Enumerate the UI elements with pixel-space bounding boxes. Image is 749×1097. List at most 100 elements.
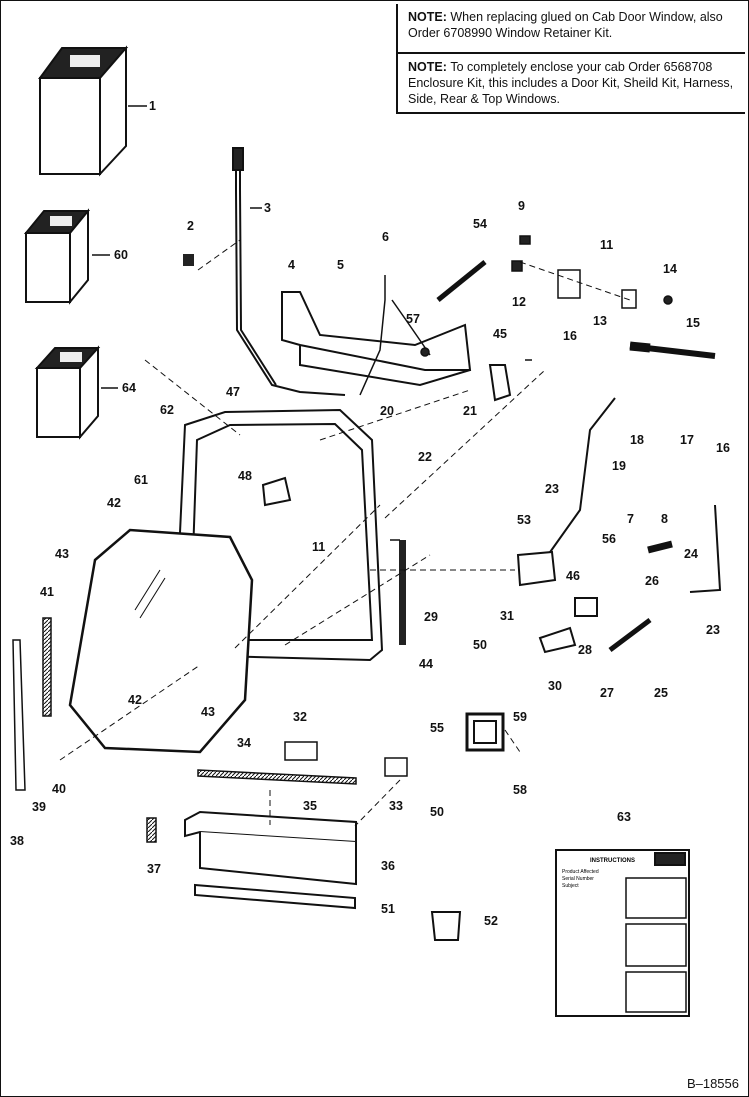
callout-45: 45: [493, 327, 507, 341]
kit-box-64: [34, 345, 101, 440]
callout-44: 44: [419, 657, 433, 671]
bracket-53: [516, 550, 557, 587]
note-label: NOTE:: [408, 10, 447, 24]
callout-23: 23: [706, 623, 720, 637]
sheet-heading: INSTRUCTIONS: [590, 858, 635, 864]
callout-34: 34: [237, 736, 251, 750]
callout-27: 27: [600, 686, 614, 700]
callout-36: 36: [381, 859, 395, 873]
callout-9: 9: [518, 199, 525, 213]
leader-lines: [250, 207, 532, 541]
callout-17: 17: [680, 433, 694, 447]
callout-38: 38: [10, 834, 24, 848]
handle-assembly: [538, 540, 673, 654]
cable-3: [232, 147, 346, 396]
rod-23: [547, 397, 616, 556]
sheet-line: Serial Number: [562, 876, 594, 882]
callout-6: 6: [382, 230, 389, 244]
callout-16: 16: [563, 329, 577, 343]
figure-reference: B–18556: [686, 1076, 739, 1091]
callout-20: 20: [380, 404, 394, 418]
callout-14: 14: [663, 262, 677, 276]
callout-32: 32: [293, 710, 307, 724]
window-reflection: [134, 569, 166, 619]
wiper-38: [12, 639, 26, 791]
spring-37: [146, 817, 157, 843]
kit-box-60: [23, 208, 91, 305]
strap-54: [436, 260, 487, 302]
callout-11: 11: [312, 540, 326, 554]
callout-39: 39: [32, 800, 46, 814]
callout-51: 51: [381, 902, 395, 916]
callout-15: 15: [686, 316, 700, 330]
callout-1: 1: [149, 99, 156, 113]
callout-12: 12: [512, 295, 526, 309]
callout-43: 43: [201, 705, 215, 719]
note-text: To completely enclose your cab Order 656…: [408, 60, 734, 106]
gas-spring-15: [629, 341, 716, 359]
callout-54: 54: [473, 217, 487, 231]
callout-5: 5: [337, 258, 344, 272]
note-window-retainer: NOTE: When replacing glued on Cab Door W…: [396, 4, 745, 54]
callout-29: 29: [424, 610, 438, 624]
callout-25: 25: [654, 686, 668, 700]
callout-7: 7: [627, 512, 634, 526]
callout-24: 24: [684, 547, 698, 561]
note-enclosure-kit: NOTE: To completely enclose your cab Ord…: [396, 54, 745, 114]
callout-8: 8: [661, 512, 668, 526]
shield-36: [184, 810, 357, 886]
window-43: [68, 528, 254, 754]
callout-31: 31: [500, 609, 514, 623]
callout-22: 22: [418, 450, 432, 464]
callout-47: 47: [226, 385, 240, 399]
callout-42: 42: [128, 693, 142, 707]
callout-16: 16: [716, 441, 730, 455]
plate-55: [465, 712, 505, 752]
callout-62: 62: [160, 403, 174, 417]
callout-52: 52: [484, 914, 498, 928]
seal-29: [399, 540, 406, 645]
callout-50: 50: [430, 805, 444, 819]
callout-30: 30: [548, 679, 562, 693]
sheet-line: Product Affected: [562, 869, 599, 875]
callout-35: 35: [303, 799, 317, 813]
bracket-21: [488, 364, 512, 402]
callout-63: 63: [617, 810, 631, 824]
part-2: [183, 254, 194, 266]
strip-34: [197, 769, 357, 785]
plate-51: [194, 883, 356, 910]
decal-32: [284, 741, 318, 761]
callout-37: 37: [147, 862, 161, 876]
rod-23b: [689, 504, 722, 593]
callout-61: 61: [134, 473, 148, 487]
callout-3: 3: [264, 201, 271, 215]
callout-42: 42: [107, 496, 121, 510]
harness: [359, 275, 431, 396]
callout-50: 50: [473, 638, 487, 652]
callout-48: 48: [238, 469, 252, 483]
sheet-line: Subject: [562, 883, 579, 889]
bracket-4: [281, 291, 472, 387]
note-label: NOTE:: [408, 60, 447, 74]
note-text: When replacing glued on Cab Door Window,…: [408, 10, 723, 40]
pad-52: [430, 911, 462, 941]
callout-40: 40: [52, 782, 66, 796]
callout-18: 18: [630, 433, 644, 447]
callout-55: 55: [430, 721, 444, 735]
callout-13: 13: [593, 314, 607, 328]
callout-57: 57: [406, 312, 420, 326]
callout-33: 33: [389, 799, 403, 813]
seal-41: [42, 617, 52, 717]
hinge-assembly: [511, 235, 673, 309]
callout-23: 23: [545, 482, 559, 496]
callout-64: 64: [122, 381, 136, 395]
latch-48: [261, 476, 292, 507]
callout-2: 2: [187, 219, 194, 233]
callout-26: 26: [645, 574, 659, 588]
callout-60: 60: [114, 248, 128, 262]
callout-46: 46: [566, 569, 580, 583]
callout-28: 28: [578, 643, 592, 657]
callout-43: 43: [55, 547, 69, 561]
callout-56: 56: [602, 532, 616, 546]
